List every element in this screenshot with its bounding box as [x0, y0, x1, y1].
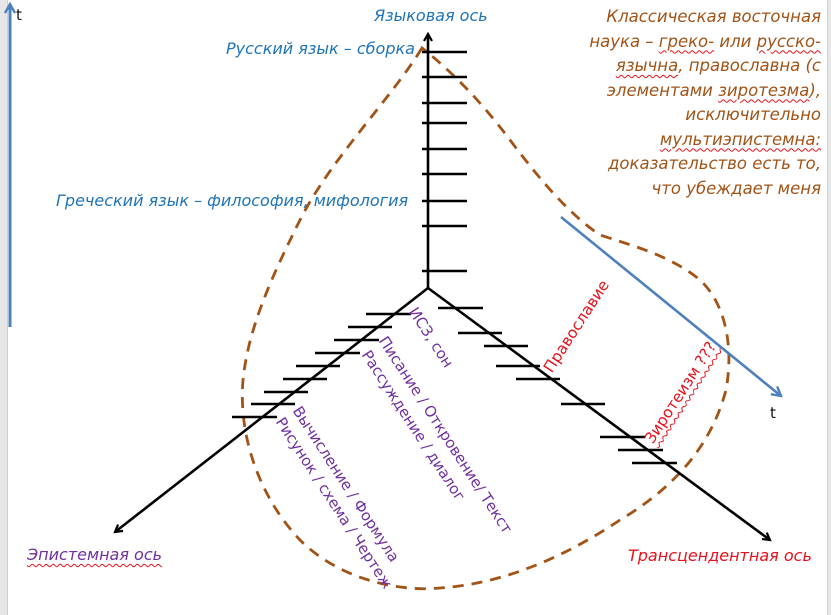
note-line: доказательство есть то,	[607, 154, 821, 173]
note-line: мультиэпистемна:	[659, 129, 821, 149]
note-line: исключительно	[685, 105, 821, 124]
time-label-right: t	[770, 404, 776, 422]
russian-language-label: Русский язык – сборка	[226, 39, 415, 58]
note-line: наука – греко- или русско-	[589, 31, 821, 51]
dashed-outline	[240, 45, 731, 591]
episteme-axis-title-text: Эпистемная ось	[27, 545, 163, 564]
time-arrow-diagonal	[560, 215, 781, 396]
episteme-axis-line	[115, 286, 429, 532]
episteme-axis-title: Эпистемная ось	[27, 545, 162, 564]
note-line: элементами зиротезма),	[606, 80, 821, 100]
transcendent-axis-title: Трансцендентная ось	[628, 546, 812, 565]
language-axis-title: Языковая ось	[374, 6, 488, 25]
episteme-axis-ticks	[232, 312, 411, 419]
language-axis-ticks	[422, 50, 467, 273]
note-line: что убеждает меня	[651, 178, 822, 198]
time-label-left: t	[16, 6, 22, 24]
transcendent-axis-ticks	[438, 306, 677, 465]
classical-science-note: Классическая восточная наука – греко- ил…	[576, 5, 821, 201]
transcendent-axis-line	[427, 286, 770, 540]
note-line: язычна, православна (с	[615, 56, 821, 75]
right-window-edge	[827, 0, 831, 615]
left-window-edge	[0, 0, 8, 615]
note-line: Классическая восточная	[606, 7, 821, 26]
greek-language-label: Греческий язык – философия, мифология	[56, 191, 409, 210]
